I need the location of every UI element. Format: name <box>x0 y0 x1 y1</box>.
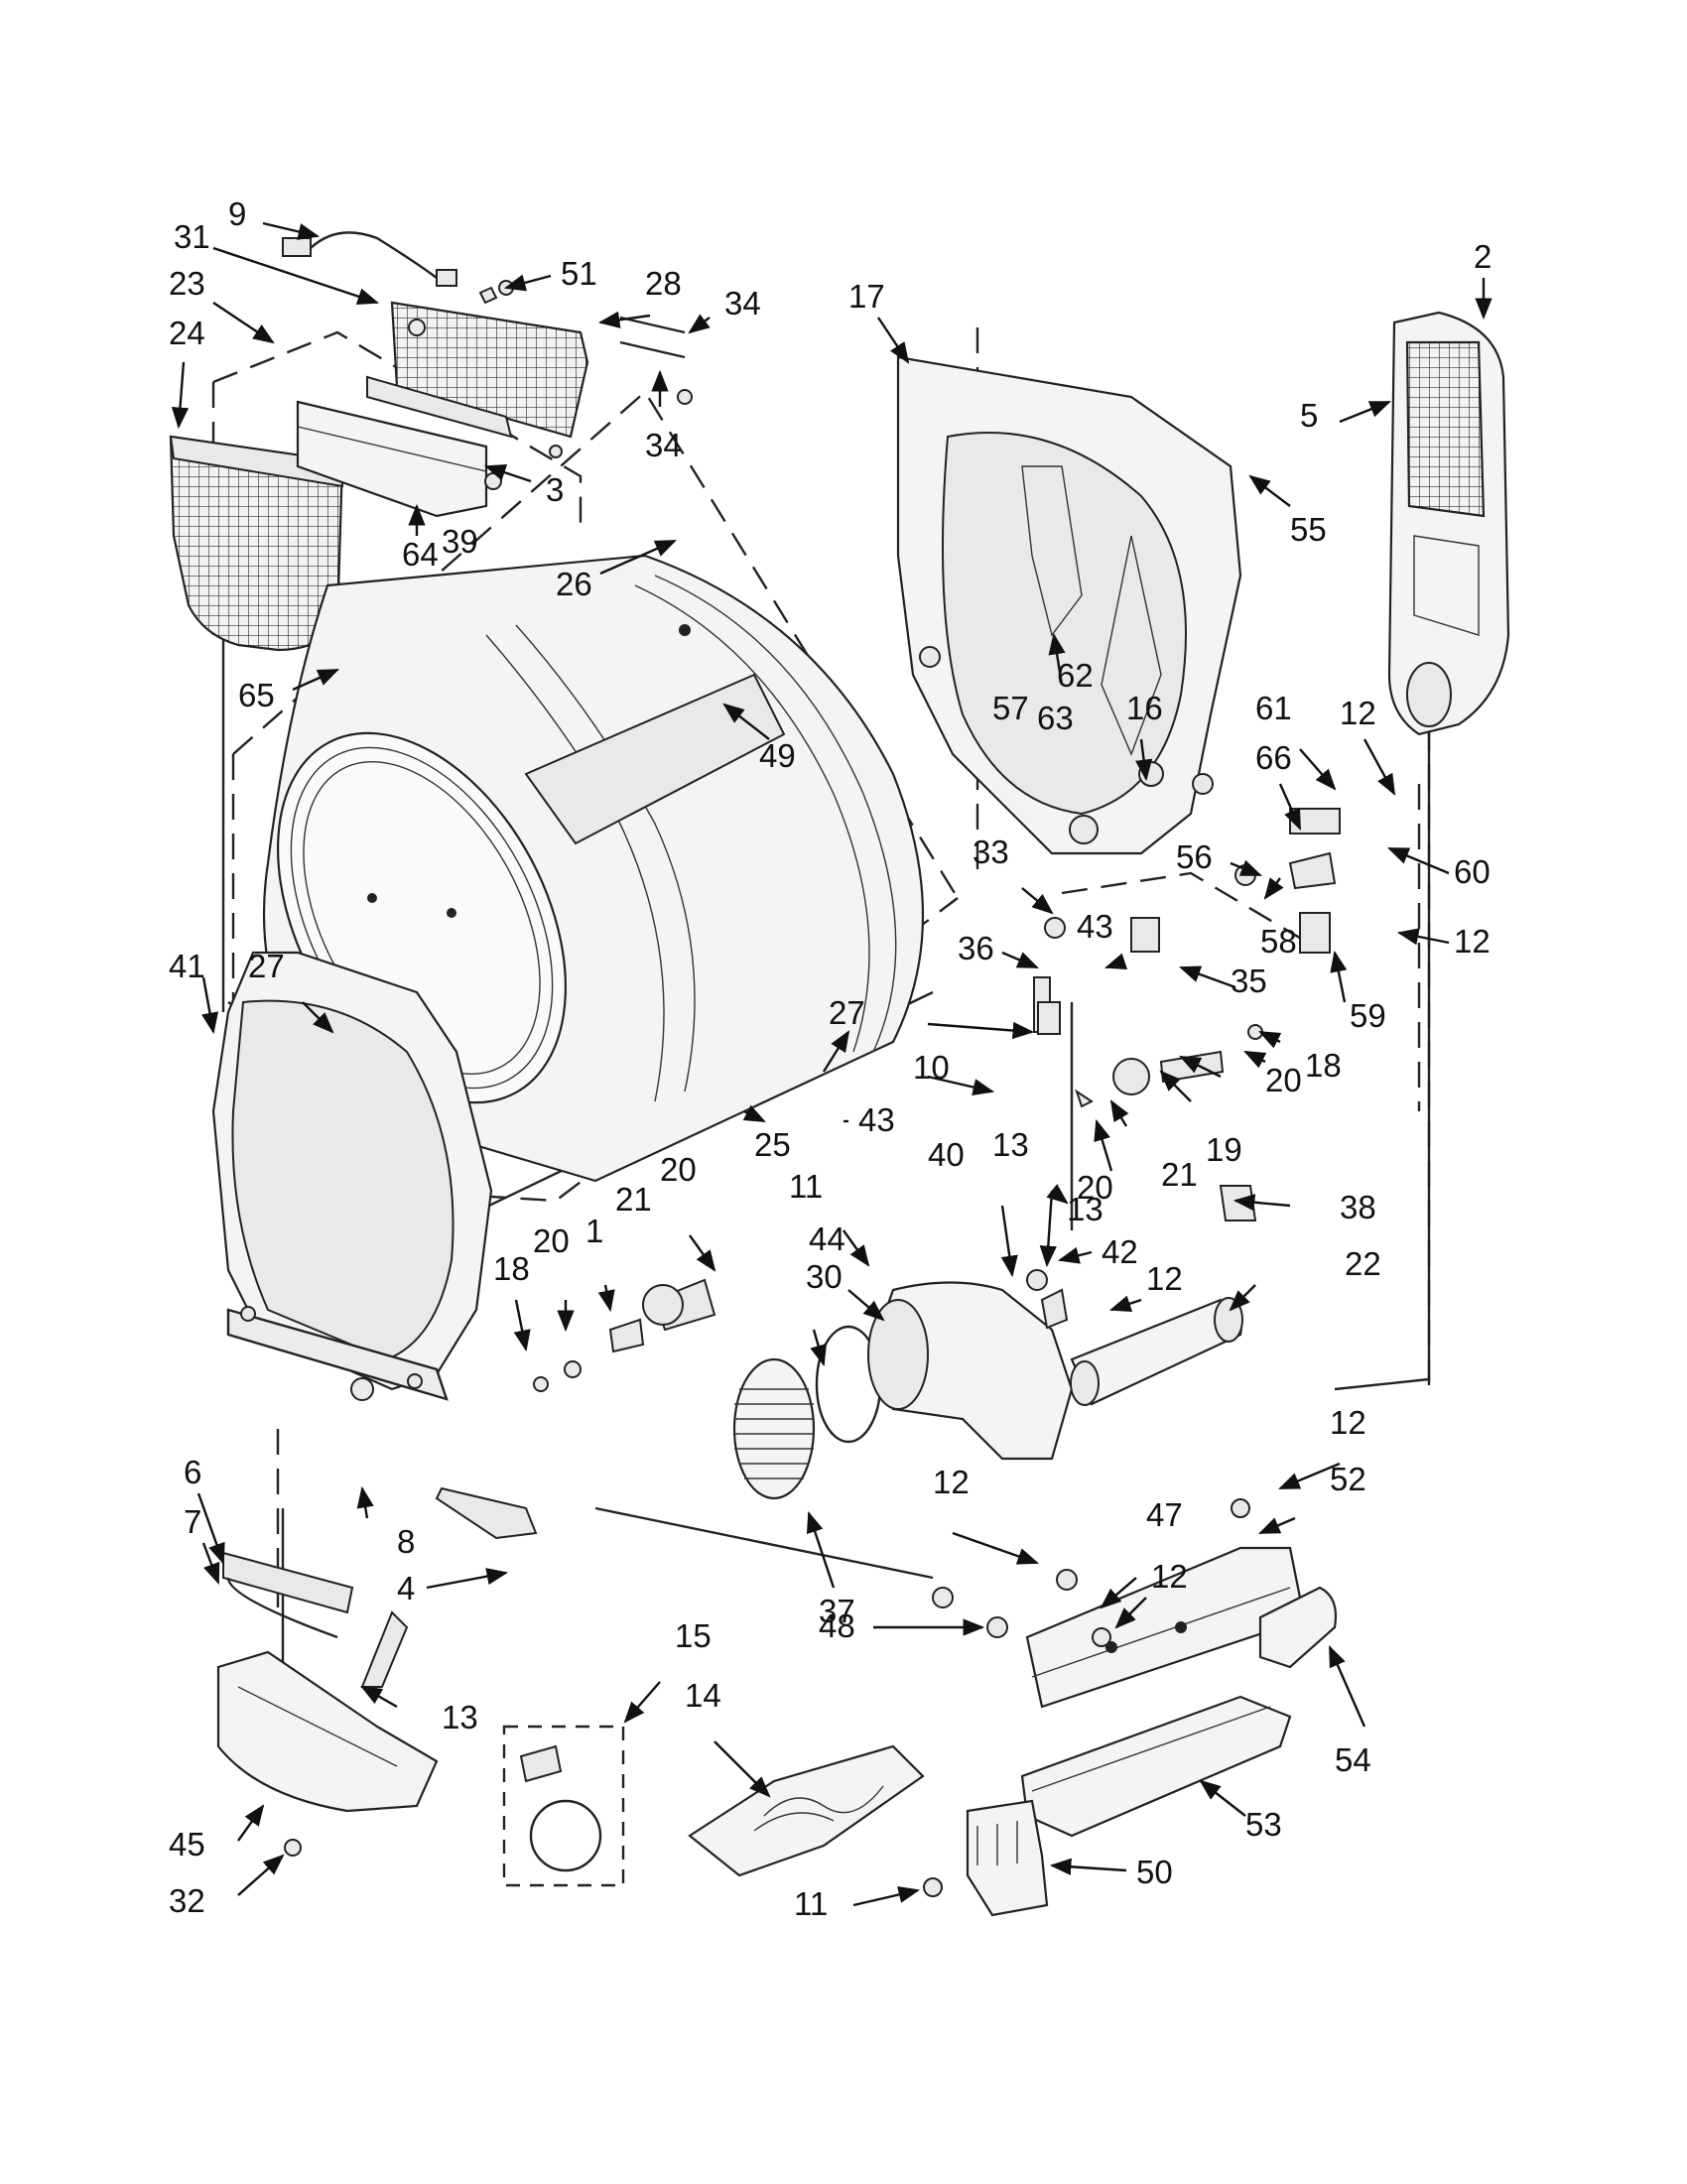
callout-15: 15 <box>675 1617 712 1654</box>
callout-35: 35 <box>1231 963 1267 999</box>
callout-48: 48 <box>819 1607 855 1644</box>
callout-66: 66 <box>1255 739 1292 776</box>
callout-12a: 12 <box>1340 695 1376 731</box>
front-duct-45 <box>216 1650 439 1857</box>
callout-22: 22 <box>1345 1245 1381 1282</box>
callout-25: 25 <box>754 1126 791 1163</box>
blower-housing-44 <box>867 1281 1074 1461</box>
thermal-fuse-harness-9 <box>282 231 457 287</box>
callout-20a: 20 <box>1265 1062 1302 1098</box>
callout-41: 41 <box>169 948 205 984</box>
callout-44: 44 <box>809 1220 845 1257</box>
callout-50: 50 <box>1136 1854 1173 1890</box>
callout-24: 24 <box>169 315 205 351</box>
callout-39: 39 <box>442 523 478 560</box>
callout-13c: 13 <box>442 1699 478 1735</box>
callout-54: 54 <box>1335 1741 1371 1778</box>
callout-3: 3 <box>546 471 564 508</box>
bracket-50 <box>966 1799 1049 1917</box>
callout-19: 19 <box>1206 1131 1242 1168</box>
callout-21b: 21 <box>615 1181 652 1218</box>
blower-wheel-37 <box>732 1357 816 1500</box>
callout-60: 60 <box>1454 853 1491 890</box>
callout-2: 2 <box>1474 238 1492 275</box>
callout-32: 32 <box>169 1882 205 1919</box>
callout-38: 38 <box>1340 1189 1376 1225</box>
callout-57: 57 <box>992 690 1029 726</box>
callout-4: 4 <box>397 1570 415 1606</box>
callout-13a: 13 <box>992 1126 1029 1163</box>
callout-65: 65 <box>238 677 275 713</box>
callout-16: 16 <box>1126 690 1163 726</box>
callout-27a: 27 <box>248 948 285 984</box>
callout-18b: 18 <box>493 1250 530 1287</box>
callout-31: 31 <box>174 218 210 255</box>
thermal-cutoff-kit-15 <box>502 1725 625 1887</box>
callout-40: 40 <box>928 1136 965 1173</box>
callout-21a: 21 <box>1161 1156 1198 1193</box>
lint-screen-grille-31 <box>390 301 589 439</box>
callout-6: 6 <box>184 1454 201 1490</box>
callout-5: 5 <box>1300 397 1318 434</box>
callout-11a: 11 <box>789 1168 823 1205</box>
callout-42: 42 <box>1102 1233 1138 1270</box>
callout-7: 7 <box>184 1503 201 1540</box>
callout-20b: 20 <box>1077 1169 1113 1206</box>
callout-23: 23 <box>169 265 205 302</box>
callout-14: 14 <box>685 1677 721 1714</box>
callout-49: 49 <box>759 737 796 774</box>
callout-11b: 11 <box>794 1885 828 1922</box>
callout-12e: 12 <box>1330 1404 1366 1441</box>
callout-34b: 34 <box>645 427 682 463</box>
callout-37: 37 <box>819 1593 855 1629</box>
callout-12b: 12 <box>1454 923 1491 960</box>
front-left-small-parts <box>222 1278 716 1688</box>
callout-12c: 12 <box>1146 1260 1183 1297</box>
callout-20d: 20 <box>533 1222 570 1259</box>
lint-housing-23 <box>296 375 513 518</box>
callout-47: 47 <box>1146 1496 1183 1533</box>
callout-27b: 27 <box>829 994 865 1031</box>
front-bulkhead-41 <box>211 951 493 1401</box>
callout-59: 59 <box>1350 997 1386 1034</box>
callout-61: 61 <box>1255 690 1292 726</box>
callout-1: 1 <box>585 1213 603 1249</box>
callout-51: 51 <box>561 255 597 292</box>
callout-43a: 43 <box>1077 908 1113 945</box>
heater-tube-22 <box>1070 1297 1243 1406</box>
callout-34a: 34 <box>724 285 761 321</box>
callout-36: 36 <box>958 930 994 966</box>
callout-43b: 43 <box>858 1101 895 1138</box>
callout-56: 56 <box>1176 838 1213 875</box>
callout-8: 8 <box>397 1523 415 1560</box>
callout-58: 58 <box>1260 923 1297 960</box>
callout-labels: 9 31 23 24 51 28 34 34 3 39 64 26 65 49 … <box>169 195 1492 1922</box>
callout-10: 10 <box>913 1049 950 1086</box>
callout-53: 53 <box>1245 1806 1282 1843</box>
rear-bulkhead-17 <box>896 355 1242 855</box>
callout-13b: 13 <box>1067 1191 1103 1227</box>
callout-17: 17 <box>848 278 885 315</box>
callout-30: 30 <box>806 1258 843 1295</box>
callout-12f: 12 <box>1151 1558 1188 1595</box>
callout-9: 9 <box>228 195 246 232</box>
callout-20c: 20 <box>660 1151 697 1188</box>
callout-18a: 18 <box>1305 1047 1342 1084</box>
callout-52: 52 <box>1330 1461 1366 1497</box>
callout-45: 45 <box>169 1826 205 1863</box>
bottom-small-parts <box>923 1498 1250 1897</box>
callout-63: 63 <box>1037 700 1074 736</box>
callout-62: 62 <box>1057 657 1094 694</box>
back-duct-5 <box>1387 311 1510 736</box>
callout-arrows <box>171 221 1492 1907</box>
heater-element-14 <box>688 1744 925 1877</box>
callout-26: 26 <box>556 566 592 602</box>
callout-33: 33 <box>973 834 1009 870</box>
callout-64: 64 <box>402 536 439 573</box>
duct-cover-54 <box>1258 1586 1338 1669</box>
callout-55: 55 <box>1290 511 1327 548</box>
callout-12d: 12 <box>933 1464 970 1500</box>
callout-28: 28 <box>645 265 682 302</box>
